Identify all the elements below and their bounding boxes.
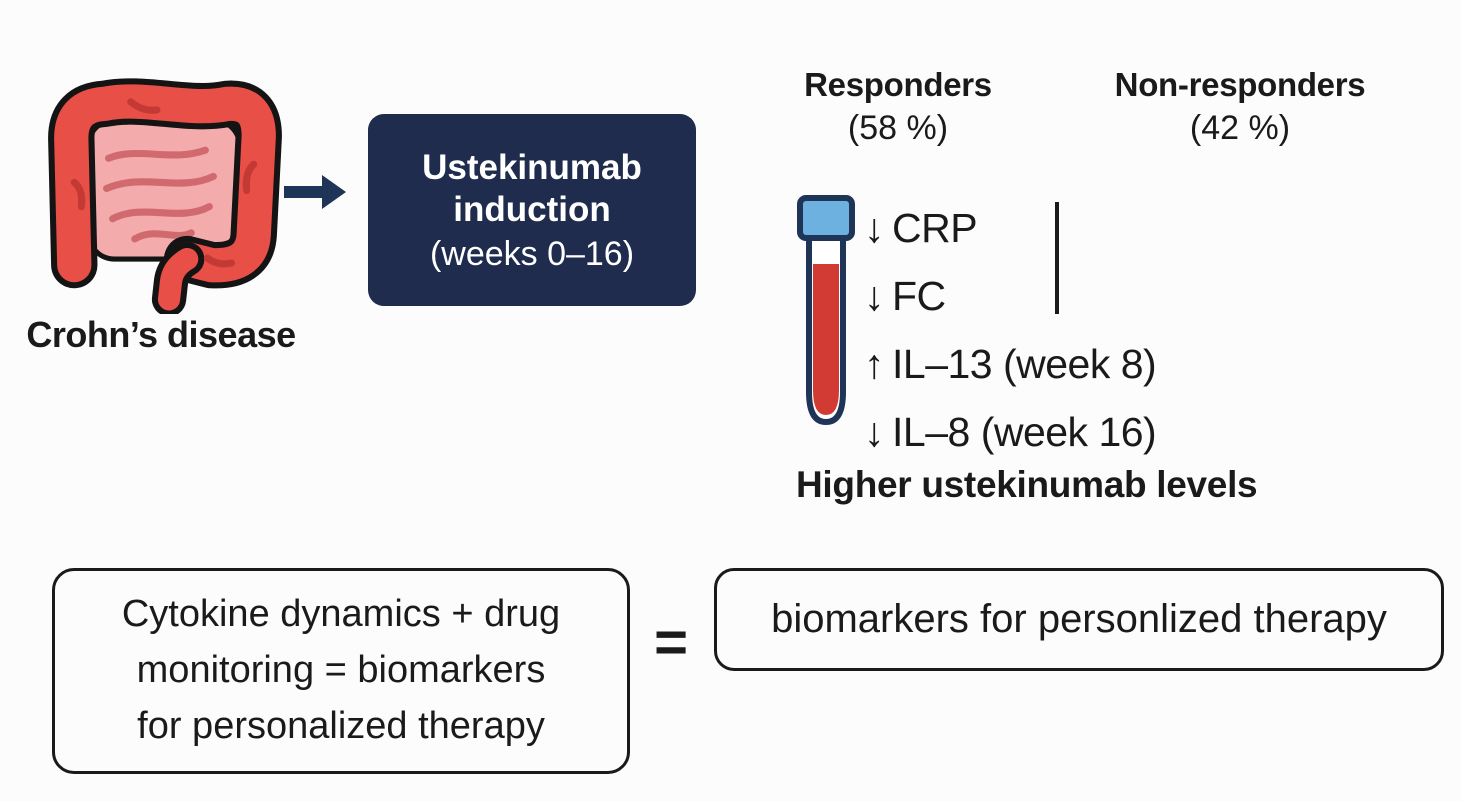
conclusion-left-box: Cytokine dynamics + drug monitoring = bi… [52, 568, 630, 774]
conclusion-left-line-1: Cytokine dynamics + drug [121, 593, 561, 636]
inflamed-intestine-icon [38, 64, 290, 314]
treatment-title: Ustekinumab induction [422, 147, 642, 229]
marker-label-fc: FC [892, 272, 946, 319]
equals-sign: = [654, 609, 688, 675]
marker-row-fc: ↓ FC [864, 262, 1156, 330]
marker-row-crp: ↓ CRP [864, 194, 1156, 262]
down-arrow-icon: ↓ [864, 408, 885, 455]
non-responders-label: Non-responders [1114, 66, 1366, 103]
marker-row-il13: ↑ IL–13 (week 8) [864, 330, 1157, 398]
non-responders-percentage: (42 %) [1189, 109, 1291, 147]
conclusion-left-line-3: for personalized therapy [137, 704, 545, 747]
responders-header: Responders (58 %) [758, 66, 1038, 148]
down-arrow-icon: ↓ [864, 204, 885, 251]
blood-sample-tube-icon [795, 194, 857, 432]
non-responders-header: Non-responders (42 %) [1080, 66, 1400, 148]
marker-label-il8: IL–8 (week 16) [892, 408, 1157, 455]
responders-summary: Higher ustekinumab levels [796, 464, 1258, 505]
treatment-subtitle: (weeks 0–16) [429, 234, 635, 273]
disease-label: Crohn’s disease [26, 314, 296, 355]
responders-divider-line [1055, 202, 1059, 314]
marker-row-il8: ↓ IL–8 (week 16) [864, 398, 1157, 466]
treatment-box: Ustekinumab induction (weeks 0–16) [368, 114, 696, 306]
marker-label-il13: IL–13 (week 8) [892, 340, 1157, 387]
marker-label-crp: CRP [892, 204, 978, 251]
conclusion-right-box: biomarkers for personlized therapy [714, 568, 1444, 671]
conclusion-right-text: biomarkers for personlized therapy [771, 597, 1387, 641]
up-arrow-icon: ↑ [864, 340, 885, 387]
down-arrow-icon: ↓ [864, 272, 885, 319]
right-arrow-icon [284, 170, 348, 214]
responder-markers-list: ↓ CRP ↓ FC ↑ IL–13 (week 8) ↓ IL–8 (week… [864, 194, 1157, 466]
responders-label: Responders [804, 66, 992, 103]
responders-percentage: (58 %) [847, 109, 949, 147]
conclusion-left-line-2: monitoring = biomarkers [136, 649, 546, 692]
